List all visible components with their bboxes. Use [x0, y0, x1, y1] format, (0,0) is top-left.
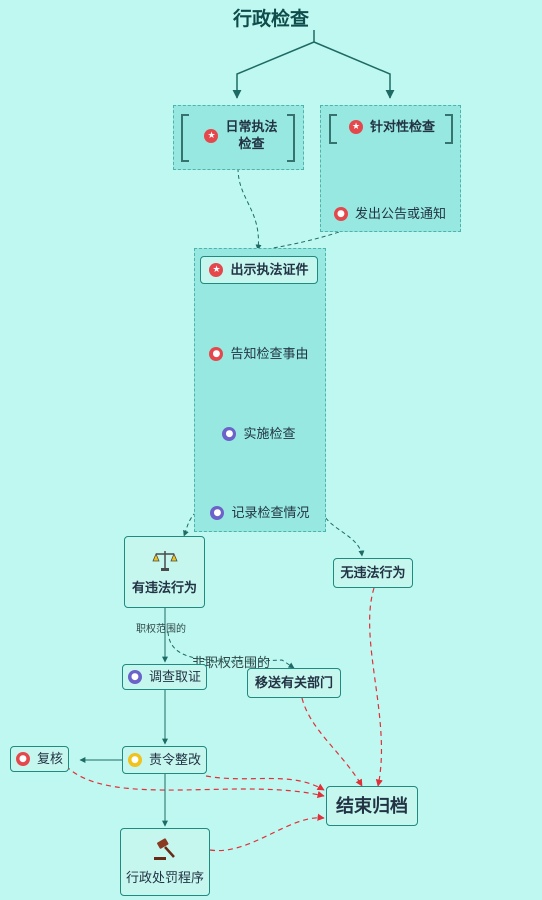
red-penalty-to-archive [209, 813, 325, 852]
penalty-label: 行政处罚程序 [125, 870, 204, 886]
outside-scope-label: 非职权范围的 [192, 656, 271, 671]
archive-node[interactable]: 结束归档 [326, 786, 418, 826]
no-violation-label: 无违法行为 [340, 565, 406, 581]
red-order-to-archive [205, 775, 325, 791]
daily-to-procedure [237, 167, 262, 251]
record-inspection-node[interactable]: ● 记录检查情况 [202, 503, 318, 523]
daily-inspection-group [173, 105, 304, 170]
star-badge-icon: ★ [204, 129, 219, 143]
penalty-node[interactable]: 行政处罚程序 [120, 828, 210, 896]
review-label: 复核 [36, 751, 63, 767]
step-4-label: 记录检查情况 [231, 505, 310, 521]
within-scope-label: 职权范围的 [136, 624, 186, 635]
person-badge-icon: ● [15, 752, 30, 766]
daily-line-2: 检查 [238, 137, 265, 152]
investigate-node[interactable]: ● 调查取证 [122, 664, 207, 690]
person-badge-icon: ● [222, 427, 237, 441]
bracket-right [445, 114, 453, 144]
step-2-label: 告知检查事由 [230, 346, 309, 362]
notice-node[interactable]: ● 发出公告或通知 [328, 204, 452, 224]
no-violation-node[interactable]: 无违法行为 [333, 558, 413, 588]
person-badge-icon: ● [127, 670, 142, 684]
star-badge-icon: ★ [348, 120, 363, 134]
archive-label: 结束归档 [336, 795, 408, 817]
transfer-label: 移送有关部门 [254, 675, 333, 691]
targeted-label: 针对性检查 [369, 119, 435, 135]
violation-to-transfer [167, 631, 295, 669]
conduct-inspection-node[interactable]: ● 实施检查 [214, 424, 304, 444]
person-badge-icon: ● [209, 347, 224, 361]
notice-label: 发出公告或通知 [354, 206, 446, 222]
person-badge-icon: ● [333, 207, 348, 221]
star-badge-icon: ★ [209, 263, 224, 277]
person-badge-icon: ● [210, 506, 225, 520]
person-badge-icon: ● [127, 753, 142, 767]
bracket-left [329, 114, 337, 144]
transfer-node[interactable]: 移送有关部门 [247, 668, 341, 698]
show-credentials-node[interactable]: ★ 出示执法证件 [200, 256, 318, 284]
diagram-title: 行政检查 [232, 8, 309, 30]
step-3-label: 实施检查 [243, 426, 296, 442]
order-correct-node[interactable]: ● 责令整改 [122, 746, 207, 774]
red-transfer-to-archive [301, 697, 363, 787]
gavel-icon [154, 837, 175, 860]
step-1-label: 出示执法证件 [230, 262, 309, 278]
daily-line-1: 日常执法 [225, 120, 278, 135]
record-to-no-violation [321, 511, 365, 557]
bracket-right [287, 114, 295, 162]
red-review-to-archive [65, 765, 325, 799]
red-no-violation-to-archive [369, 587, 383, 787]
inform-reason-node[interactable]: ● 告知检查事由 [204, 344, 314, 364]
bracket-left [181, 114, 189, 162]
order-correct-label: 责令整改 [148, 752, 201, 768]
root-to-targeted [313, 41, 395, 99]
daily-inspection-node[interactable]: ★ 日常执法 检查 [195, 116, 287, 156]
scale-icon [151, 550, 178, 571]
root-to-daily [232, 41, 315, 99]
targeted-inspection-node[interactable]: ★ 针对性检查 [338, 116, 446, 138]
violation-node[interactable]: 有违法行为 [124, 536, 205, 608]
procedure-group [194, 248, 326, 532]
investigate-label: 调查取证 [148, 669, 201, 685]
violation-label: 有违法行为 [131, 580, 197, 596]
review-node[interactable]: ● 复核 [10, 746, 69, 772]
